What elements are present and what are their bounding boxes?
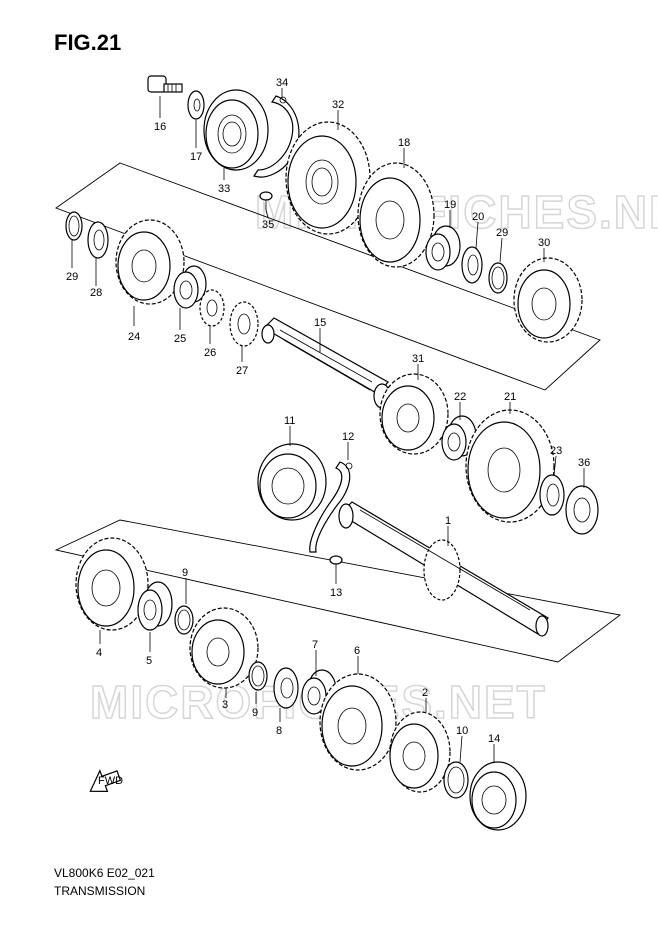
part-32-gear [285,121,371,235]
part-9-circlip-lower [248,661,268,691]
part-24-gear [115,219,185,305]
label-8: 8 [276,725,282,737]
part-21-gear [465,409,555,523]
label-34: 34 [276,77,288,89]
part-28-washer [87,221,109,259]
label-22: 22 [454,391,466,403]
fwd-label: FWD [98,775,123,787]
label-10: 10 [456,725,468,737]
part-29-circlip-right [488,262,508,294]
fwd-arrow-icon: FWD [89,769,123,793]
label-3: 3 [222,699,228,711]
label-23: 23 [550,445,562,457]
part-3-gear [189,607,259,689]
figure-name: TRANSMISSION [54,884,146,898]
part-8-washer [273,667,299,709]
part-5-bushing [137,581,173,631]
part-18-gear [357,162,435,268]
label-1: 1 [445,515,451,527]
label-15: 15 [314,317,326,329]
label-7: 7 [312,639,318,651]
part-30-gear [513,257,583,343]
part-17-washer [187,90,205,120]
label-5: 5 [146,655,152,667]
figure-code: VL800K6 E02_021 [54,866,155,880]
figure-title: FIG.21 [54,30,122,55]
driveshaft-frame [54,519,622,663]
label-18: 18 [398,137,410,149]
part-20-washer [461,246,483,284]
part-31-gear [379,373,449,455]
part-23-washer [539,474,565,516]
label-29-left: 29 [66,271,78,283]
part-16-bolt [147,75,183,93]
part-11-bearing [257,443,327,521]
label-35: 35 [262,219,274,231]
label-30: 30 [538,237,550,249]
label-12: 12 [342,431,354,443]
part-36-seal [565,485,599,535]
part-25-bushing [173,265,207,309]
part-13-screw [329,555,343,576]
label-9-upper: 9 [182,567,188,579]
part-15-countershaft [261,317,391,409]
label-6: 6 [354,645,360,657]
part-10-circlip [443,761,469,799]
label-31: 31 [412,353,424,365]
part-27-washer [229,301,259,347]
leader-lines [71,88,585,763]
label-19: 19 [444,199,456,211]
label-24: 24 [128,331,140,343]
part-1-driveshaft [338,501,549,637]
label-2: 2 [422,687,428,699]
label-17: 17 [190,151,202,163]
label-29-right: 29 [496,227,508,239]
label-25: 25 [174,333,186,345]
part-19-bushing [425,225,461,271]
part-14-bearing [469,761,527,831]
label-4: 4 [96,647,102,659]
label-9-lower: 9 [252,707,258,719]
part-29-circlip-left [65,211,83,241]
part-26-lockwasher [199,289,225,327]
label-36: 36 [578,457,590,469]
countershaft-frame [55,162,601,391]
label-28: 28 [90,287,102,299]
label-13: 13 [330,587,342,599]
part-9-circlip-upper [174,605,194,635]
part-6-gear [319,673,397,771]
part-33-bearing [203,89,269,171]
part-35-screw [259,191,273,210]
label-11: 11 [284,415,295,427]
label-16: 16 [154,121,166,133]
part-2-gear [389,711,451,793]
part-labels: 16 17 33 34 32 18 35 19 20 29 30 29 28 2… [66,77,590,745]
part-34-retainer [253,95,300,178]
label-27: 27 [236,365,248,377]
label-26: 26 [204,347,216,359]
part-4-gear [75,537,149,631]
label-14: 14 [488,733,500,745]
label-33: 33 [218,183,230,195]
label-21: 21 [504,391,516,403]
part-12-retainer [309,461,353,553]
label-20: 20 [472,211,484,223]
label-32: 32 [332,99,344,111]
